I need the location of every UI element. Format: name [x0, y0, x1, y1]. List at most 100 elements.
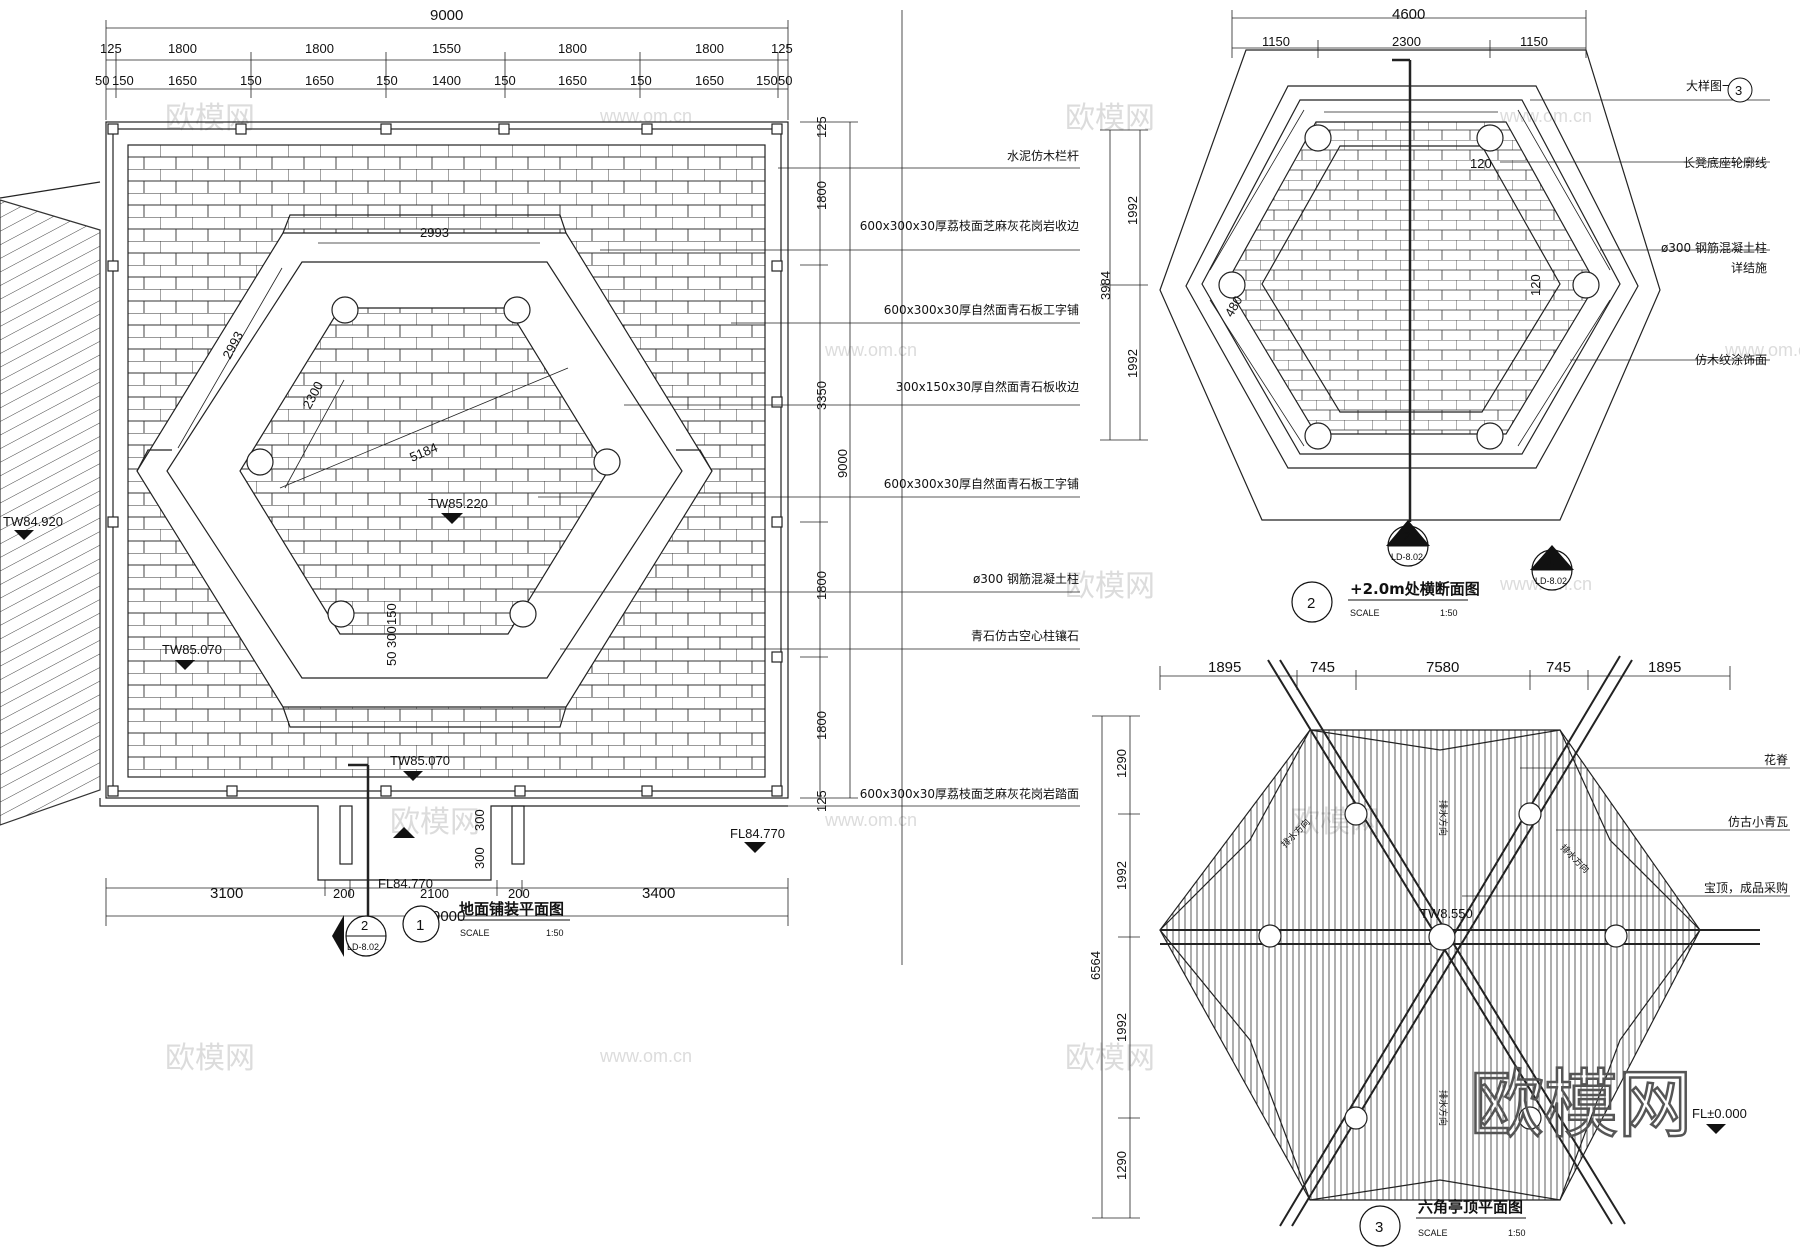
level-center: TW85.220: [428, 496, 488, 511]
stair-edge: [0, 181, 101, 199]
svg-text:1:50: 1:50: [1440, 608, 1458, 618]
svg-text:1:50: 1:50: [1508, 1228, 1526, 1238]
svg-text:LD-8.02: LD-8.02: [347, 942, 379, 952]
outer-hexagon: [1185, 85, 1639, 469]
roof-plan-text: 7580 1895 745 745 2300 745 1895 6564 129…: [1088, 659, 1788, 1247]
railing-posts: [107, 123, 783, 797]
column: [331, 296, 359, 324]
dim-top: 1800: [695, 41, 724, 56]
level-marker: [175, 660, 195, 670]
column: [1304, 422, 1332, 450]
section-columns: [1218, 124, 1600, 450]
level-right-entry: FL84.770: [730, 826, 785, 841]
dim-line: [279, 367, 569, 489]
level-left: TW84.920: [3, 514, 63, 529]
dim-bottom: 200: [508, 886, 530, 901]
watermark-brand: 欧模网: [1065, 1041, 1155, 1076]
svg-text:地面铺装平面图: 地面铺装平面图: [459, 900, 564, 918]
dim-inner-top: 2993: [420, 225, 449, 240]
callout-label: 水泥仿木栏杆: [1007, 148, 1079, 163]
svg-text:1: 1: [416, 917, 424, 934]
level-entry: FL84.770: [378, 876, 433, 891]
dim-right: 125: [814, 116, 829, 138]
dim-top-detail: 150: [756, 73, 778, 88]
dim-left: 1992: [1114, 861, 1129, 890]
railing-outer: [105, 121, 789, 799]
column: [327, 600, 355, 628]
level-lower-left: TW85.070: [162, 642, 222, 657]
column: [246, 448, 274, 476]
callout-label: 300x150x30厚自然面青石板收边: [896, 379, 1079, 394]
watermark-brand: 欧模网: [165, 1041, 255, 1076]
callout-label: 青石仿古空心柱镶石: [971, 628, 1079, 643]
bottom-dimension-lines: [105, 878, 789, 926]
dim-top-detail: 150: [630, 73, 652, 88]
watermark-url: www.om.cn: [824, 340, 917, 360]
drawing-title-1: 1 地面铺装平面图 SCALE 1:50: [402, 900, 570, 943]
drawing-title-2: 2 +2.0m处横断面图 SCALE 1:50: [1291, 580, 1480, 623]
drain-direction-label: 排水方向: [1438, 1090, 1449, 1126]
roof-plan: [1092, 655, 1790, 1227]
dim-step: 150: [384, 603, 399, 625]
watermark-brand: 欧模网: [1065, 569, 1155, 604]
callout-label: 600x300x30厚自然面青石板工字铺: [884, 302, 1079, 317]
callout-label: ø300 钢筋混凝土柱: [973, 571, 1079, 586]
section-dim-lines: [1100, 10, 1770, 441]
bench-outer: [1201, 99, 1621, 455]
dim-bottom: 2100: [420, 886, 449, 901]
watermark-url: www.om.cn: [599, 106, 692, 126]
dim-top: 745: [1310, 659, 1335, 676]
dim-left: 1290: [1114, 749, 1129, 778]
dim-top: 125: [100, 41, 122, 56]
plinth-extensions: [136, 214, 713, 728]
dim-line: [284, 379, 345, 489]
entry-steps: [99, 798, 788, 881]
dim-step: 50: [384, 652, 399, 666]
dim-top-total: 9000: [430, 7, 463, 24]
dim-left-total: 6564: [1088, 951, 1103, 980]
dim-top: 1800: [305, 41, 334, 56]
svg-text:+2.0m处横断面图: +2.0m处横断面图: [1350, 580, 1480, 598]
callout-label: 600x300x30厚荔枝面芝麻灰花岗岩收边: [860, 218, 1079, 233]
dim-inner: 120: [1528, 274, 1543, 296]
column: [509, 600, 537, 628]
dim-top-total: 7580: [1426, 659, 1459, 676]
dim-top: 1550: [432, 41, 461, 56]
dim-top: 125: [771, 41, 793, 56]
svg-text:SCALE: SCALE: [1350, 608, 1380, 618]
callout-label: ø300 钢筋混凝土柱: [1661, 240, 1767, 255]
watermark-url: www.om.cn: [824, 810, 917, 830]
dim-top-detail: 1650: [558, 73, 587, 88]
roof-dim-lines: [1092, 666, 1790, 1219]
callout-label: 长凳底座轮廓线: [1683, 155, 1767, 170]
dim-top-detail: 1400: [432, 73, 461, 88]
dim-top-detail: 150: [376, 73, 398, 88]
svg-text:3: 3: [1735, 83, 1742, 98]
dim-top-total: 4600: [1392, 6, 1425, 23]
column: [1304, 124, 1332, 152]
callout-label: 600x300x30厚荔枝面芝麻灰花岗岩踏面: [860, 786, 1079, 801]
finial: [1428, 923, 1456, 951]
dim-top-detail: 150: [494, 73, 516, 88]
dim-top: 1150: [1262, 34, 1290, 49]
dim-top: 1800: [558, 41, 587, 56]
callout-label: 宝顶，成品采购: [1704, 880, 1788, 895]
section-plan: [1100, 10, 1770, 522]
dim-left: 1992: [1125, 349, 1140, 378]
watermark-url: www.om.cn: [599, 1046, 692, 1066]
dim-right: 1800: [814, 711, 829, 740]
callout-label: 详结施: [1731, 260, 1767, 275]
column: [1476, 124, 1504, 152]
column: [1572, 271, 1600, 299]
dim-right-total: 9000: [835, 449, 850, 478]
stair-hatch-area: [0, 199, 101, 826]
dim-top: 1895: [1648, 659, 1681, 676]
dim-top: 1150: [1520, 34, 1548, 49]
drain-direction-label: 排水方向: [1438, 800, 1449, 836]
section-marker: 1 LD-8.02: [1530, 545, 1574, 591]
dim-top: 1800: [168, 41, 197, 56]
dim-bottom-total: 9000: [432, 908, 465, 925]
dim-left-total: 3984: [1098, 271, 1113, 300]
svg-text:SCALE: SCALE: [1418, 1228, 1448, 1238]
dim-right: 1800: [814, 181, 829, 210]
